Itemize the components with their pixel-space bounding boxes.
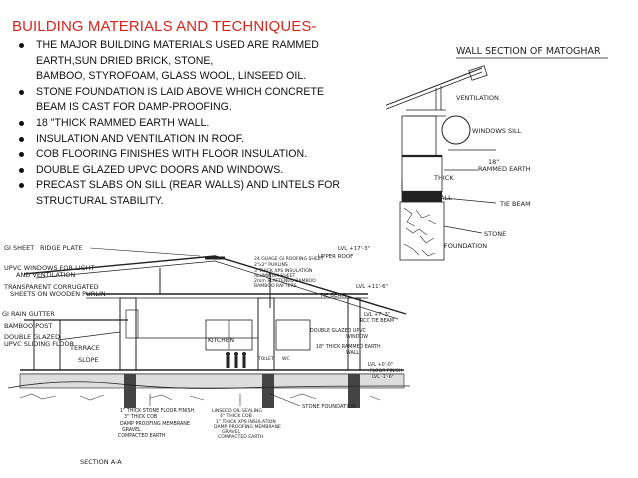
label-ridge-plate: RIDGE PLATE (40, 244, 82, 252)
label-double-glazed-1: DOUBLE GLAZED (4, 333, 60, 341)
bullet-dot (19, 120, 24, 126)
bullet-dot (19, 89, 24, 95)
label-gi-sheet: GI SHEET (4, 244, 34, 252)
label-lvl-tie-beam: LVL +11'-6" (356, 284, 388, 290)
label-rcc-tie-beam: RCC TIE BEAM (360, 318, 394, 324)
bullet-line: STRUCTURAL STABILITY. (36, 194, 164, 207)
bullet-line: STONE FOUNDATION IS LAID ABOVE WHICH CON… (36, 85, 325, 98)
label-transparent-2: SHEETS ON WOODEN PURLIN (10, 290, 106, 298)
bullet-dot (19, 183, 24, 189)
label-roof-5: 2mm FLATTENED BAMBOO (254, 278, 316, 284)
bullet-line: INSULATION AND VENTILATION IN ROOF. (36, 132, 244, 145)
section-roof-labels: 24 GUAGE GI ROOFING SHEET 2"x2" PURLINS … (254, 256, 324, 289)
bullet-dot (19, 152, 24, 158)
slide-heading: BUILDING MATERIALS AND TECHNIQUES- (12, 18, 317, 35)
bullet-dot (19, 167, 24, 173)
wall-section-title: WALL SECTION OF MATOGHAR (456, 46, 601, 57)
label-roof-2: 2"x2" PURLINS (254, 262, 288, 268)
label-floor-b-4: DAMP PROOFING MEMBRANE (214, 424, 281, 430)
bullet-item: THE MAJOR BUILDING MATERIALS USED ARE RA… (14, 38, 374, 85)
label-lvl-rcc: LVL +7'-3" (364, 312, 390, 318)
people-figures (226, 352, 246, 368)
section-left-labels: GI SHEET RIDGE PLATE UPVC WINDOWS FOR LI… (2, 244, 290, 364)
label-thick: THICK (433, 174, 454, 182)
bullet-item: PRECAST SLABS ON SILL (REAR WALLS) AND L… (14, 178, 374, 209)
section-building (7, 297, 411, 408)
label-floor-a-1: 1" THICK STONE FLOOR FINISH (120, 408, 195, 414)
section-aa-drawing: GI SHEET RIDGE PLATE UPVC WINDOWS FOR LI… (2, 244, 411, 466)
label-floor-a-4: GRAVEL (122, 427, 141, 433)
label-terrace: TERRACE (69, 344, 100, 352)
label-roof-1: 24 GUAGE GI ROOFING SHEET (254, 256, 324, 262)
label-floor-a-5: COMPACTED EARTH (118, 433, 166, 439)
label-upper-roof: UPPER ROOF (318, 254, 353, 260)
label-floor-finish: FLOOR FINISH (370, 368, 402, 374)
bullet-item: COB FLOORING FINISHES WITH FLOOR INSULAT… (14, 147, 374, 163)
label-tie-beam-right: TIE BEAM (319, 293, 346, 299)
label-lvl-floor: LVL +0'-0" (368, 362, 393, 368)
bullet-dot (19, 43, 24, 48)
bullet-line: DOUBLE GLAZED UPVC DOORS AND WINDOWS. (36, 163, 284, 176)
label-upvc-windows-2: AND VENTILATION (16, 271, 75, 279)
label-roof-6: BAMBOO RAFTERS (254, 283, 297, 289)
section-title: SECTION A-A (80, 458, 122, 466)
label-bamboo-post: BAMBOO POST (4, 322, 52, 330)
label-thickness: 18" (488, 158, 499, 166)
label-floor-b-6: COMPACTED EARTH (218, 434, 263, 440)
label-double-glazed-2: UPVC SLIDING FLOOR (4, 340, 75, 348)
label-rammed-wall-1: 18" THICK RAMMED EARTH (316, 344, 381, 350)
bullet-item: INSULATION AND VENTILATION IN ROOF. (14, 132, 374, 148)
label-floor-b-2: 4" THICK COB (220, 413, 252, 419)
bullet-line: 18 "THICK RAMMED EARTH WALL. (36, 116, 210, 129)
bullet-item: 18 "THICK RAMMED EARTH WALL. (14, 116, 374, 132)
label-floor-b-1: LINSEED OIL SEALING (212, 408, 262, 414)
wall-section-drawing: WALL SECTION OF MATOGHAR VENTILATI (386, 46, 608, 261)
label-roof-3: 3"THICK XPS INSULATION (254, 268, 312, 274)
label-floor-a-2: 3" THICK COB (124, 414, 157, 420)
bullet-item: STONE FOUNDATION IS LAID ABOVE WHICH CON… (14, 85, 374, 116)
label-gi-rain-gutter: GI RAIN GUTTER (2, 310, 55, 318)
section-right-labels: LVL +17'-3" UPPER ROOF LVL +11'-6" TIE B… (269, 246, 402, 410)
section-floor-labels: 1" THICK STONE FLOOR FINISH 3" THICK COB… (118, 394, 281, 440)
bullet-line: COB FLOORING FINISHES WITH FLOOR INSULAT… (36, 148, 308, 161)
label-floor-b-3: 1" THICK XPS INSULATION (216, 419, 276, 425)
label-windows-sill: WINDOWS SILL (472, 127, 522, 135)
label-transparent-1: TRANSPARENT CORRUGATED (3, 283, 99, 291)
bullet-item: DOUBLE GLAZED UPVC DOORS AND WINDOWS. (14, 163, 374, 179)
bullet-dot (19, 136, 24, 142)
label-kitchen: KITCHEN (208, 337, 234, 344)
label-toilet: TOILET (257, 356, 274, 362)
label-dg-window-1: DOUBLE GLAZED UPVC (310, 328, 367, 334)
label-stone: STONE (484, 230, 506, 238)
label-floor-a-3: DAMP PROOFING MEMBRANE (120, 421, 190, 427)
bullet-line: THE MAJOR BUILDING MATERIALS USED ARE RA… (36, 39, 319, 51)
label-wall: WALL (434, 194, 452, 202)
label-roof-4: ALUMINUM SHEET (254, 273, 296, 279)
label-foundation: FOUNDATION (444, 242, 487, 250)
bullet-line: PRECAST SLABS ON SILL (REAR WALLS) AND L… (36, 179, 340, 192)
label-dg-window-2: WINDOW (346, 334, 368, 340)
bullet-line: BAMBOO, STYROFOAM, GLASS WOOL, LINSEED O… (36, 70, 307, 83)
label-lvl-minus: LVL -1'-6" (372, 374, 394, 380)
wall-body (399, 109, 471, 261)
label-rammed-earth: RAMMED EARTH (478, 165, 531, 173)
wall-roof (386, 65, 488, 110)
bullet-line: EARTH,SUN DRIED BRICK, STONE, (36, 54, 214, 67)
section-roof (23, 255, 407, 321)
materials-list: THE MAJOR BUILDING MATERIALS USED ARE RA… (14, 38, 374, 210)
label-wc: WC (282, 356, 290, 362)
label-rammed-wall-2: WALL (346, 350, 359, 356)
label-ventilation: VENTILATION (456, 94, 499, 102)
label-lvl-upper-roof: LVL +17'-3" (338, 246, 370, 252)
wall-labels: VENTILATION WINDOWS SILL 18" RAMMED EART… (433, 94, 531, 250)
label-slope: SLOPE (78, 356, 99, 364)
label-upvc-windows-1: UPVC WINDOWS FOR LIGHT (4, 264, 95, 272)
label-tie-beam: TIE BEAM (499, 200, 531, 208)
label-floor-b-5: GRAVEL (222, 429, 240, 435)
label-stone-foundation: STONE FOUNDATION (302, 404, 356, 410)
bullet-line: BEAM IS CAST FOR DAMP-PROOFING. (36, 101, 232, 114)
